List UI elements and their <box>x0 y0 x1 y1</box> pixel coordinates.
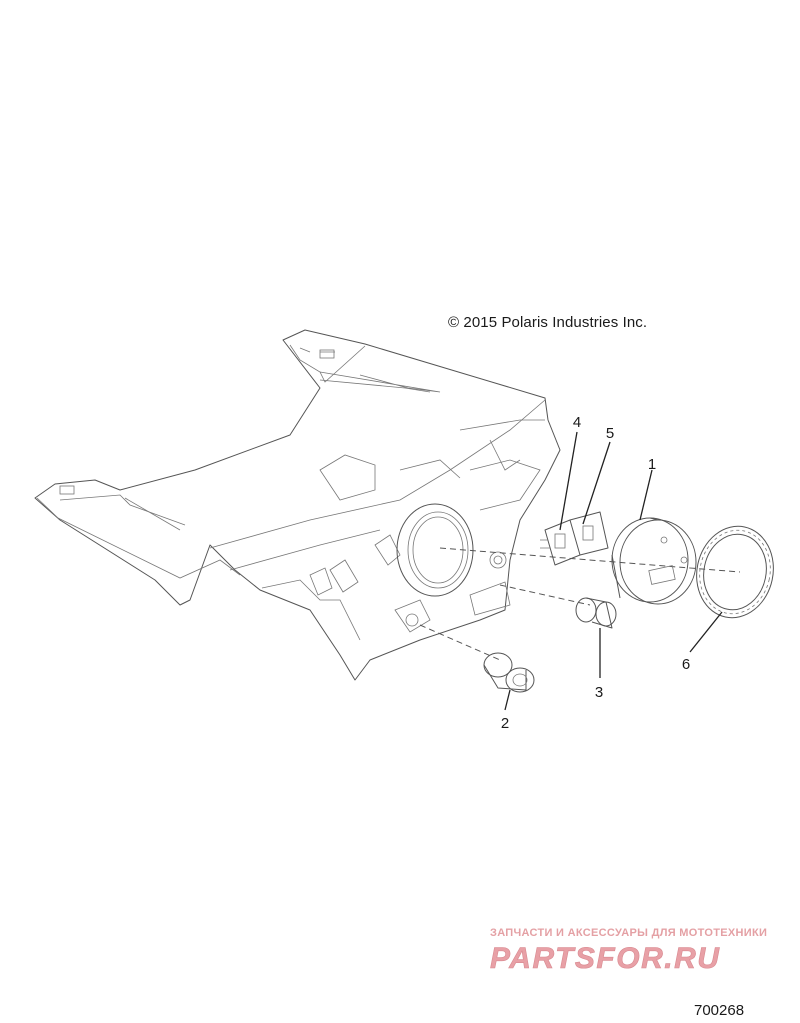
callout-5: 5 <box>605 425 615 442</box>
watermark-logo: PARTSFOR.RU <box>490 942 720 976</box>
leader-lines <box>504 431 723 711</box>
gauge-part-1 <box>611 517 697 605</box>
power-outlet-part-3 <box>575 597 617 629</box>
callout-1: 1 <box>647 456 657 473</box>
copyright-notice: © 2015 Polaris Industries Inc. <box>448 314 648 331</box>
callout-6: 6 <box>681 656 691 673</box>
svg-text:PARTSFOR.RU: PARTSFOR.RU <box>490 942 720 975</box>
watermark-tagline: ЗАПЧАСТИ И АКСЕССУАРЫ ДЛЯ МОТОТЕХНИКИ <box>490 927 768 939</box>
dash-panel <box>34 329 561 681</box>
callout-4: 4 <box>572 414 582 431</box>
callout-2: 2 <box>500 715 510 732</box>
ignition-switch-part-2 <box>483 652 535 693</box>
drawing-number: 700268 <box>694 1002 745 1019</box>
assembly-lines <box>419 547 741 661</box>
bezel-ring-part-6 <box>696 525 774 619</box>
callout-3: 3 <box>594 684 604 701</box>
